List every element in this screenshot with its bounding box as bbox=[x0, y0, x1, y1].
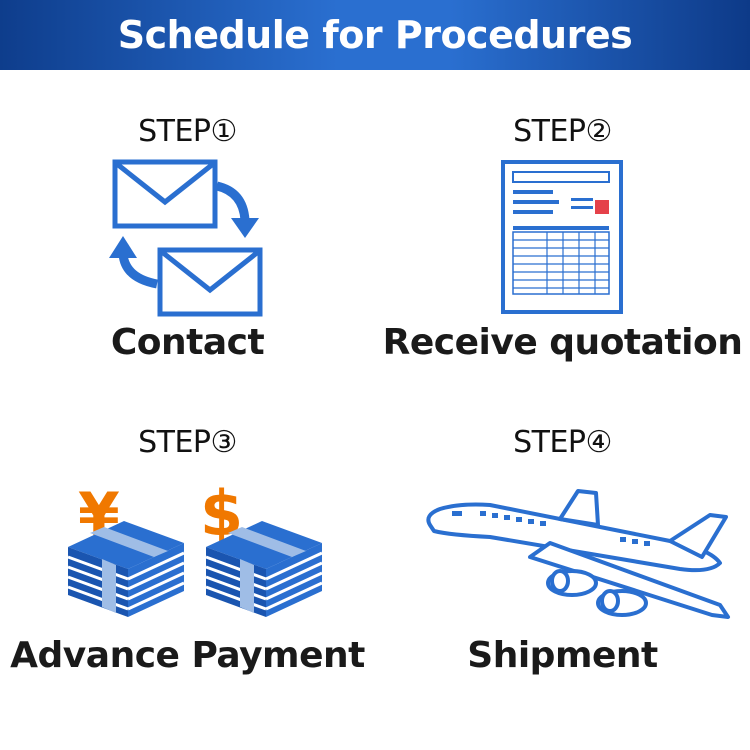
page-title: Schedule for Procedures bbox=[117, 13, 633, 57]
airplane-icon bbox=[426, 489, 730, 619]
email-exchange-icon bbox=[109, 159, 263, 317]
step-4-title: Shipment bbox=[467, 635, 658, 676]
step-3-title: Advance Payment bbox=[10, 635, 365, 676]
step-1-label: STEP① bbox=[138, 114, 237, 149]
money-stacks-icon: ¥ $ bbox=[67, 477, 323, 617]
step-2: STEP② Receive quotation bbox=[375, 100, 750, 420]
step-3-label: STEP③ bbox=[138, 425, 237, 460]
step-3: STEP③ ¥ $ bbox=[0, 415, 375, 735]
step-1: STEP① Contact bbox=[0, 100, 375, 420]
left-money-stack bbox=[67, 521, 185, 617]
right-money-stack bbox=[205, 521, 323, 617]
step-2-label: STEP② bbox=[513, 114, 612, 149]
quotation-document-icon bbox=[501, 160, 623, 314]
step-4-label: STEP④ bbox=[513, 425, 612, 460]
step-4: STEP④ Shipment bbox=[375, 415, 750, 735]
title-banner bbox=[0, 0, 750, 70]
step-1-title: Contact bbox=[110, 322, 265, 363]
step-2-title: Receive quotation bbox=[382, 322, 743, 363]
